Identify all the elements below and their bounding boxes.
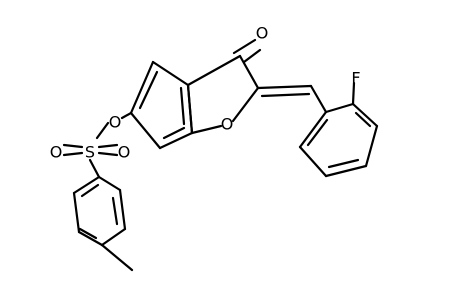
- bond-fphenyl-2: [351, 102, 379, 128]
- bond-c5-c4-double: [138, 70, 159, 110]
- bond-tolyl-1: [97, 175, 122, 192]
- bond-oester-s: [95, 121, 110, 140]
- bond-s-o-right-1: [97, 143, 119, 149]
- bond-c2-exocyclic-1: [256, 84, 313, 90]
- bond-c2-exocyclic-2: [260, 92, 311, 98]
- bond-c2-o1: [231, 86, 260, 123]
- bond-fphenyl-4: [324, 164, 368, 178]
- bond-s-o-left-2: [62, 151, 84, 157]
- bond-c6-oester: [120, 111, 133, 120]
- bond-c-f: [351, 81, 356, 106]
- bond-s-o-right-2: [97, 151, 119, 157]
- carbonyl-oxygen-label: O: [256, 24, 269, 43]
- ring-oxygen-label: O: [221, 115, 234, 134]
- bond-tolyl-5: [72, 191, 81, 234]
- bond-fphenyl-double-1: [354, 111, 372, 128]
- bond-methyl: [100, 243, 134, 272]
- bond-fphenyl-1: [324, 102, 355, 114]
- ester-oxygen-label: O: [109, 113, 122, 132]
- bond-lines: [62, 38, 379, 272]
- bond-tolyl-3: [100, 227, 127, 247]
- bond-vinyl-aryl: [309, 84, 328, 114]
- bond-c3-o-double-1: [232, 38, 257, 55]
- bond-tolyl-4: [77, 230, 104, 247]
- bond-c3a-c7a-double: [179, 86, 186, 126]
- bond-c7-c6-double: [162, 126, 186, 140]
- bond-o1-c7a: [190, 124, 223, 135]
- bond-s-o-left-1: [62, 143, 84, 149]
- bond-tolyl-double-1: [111, 196, 119, 226]
- bond-tolyl-double-2: [78, 227, 98, 240]
- bond-c6-c5: [129, 111, 162, 150]
- sulfonyl-oxygen-left-label: O: [50, 143, 63, 162]
- bond-fphenyl-6: [298, 110, 328, 149]
- bond-fphenyl-3: [364, 124, 379, 168]
- bond-fphenyl-double-3: [306, 118, 329, 147]
- bond-c3a-c7a-shared: [186, 83, 194, 135]
- bond-tolyl-double-3: [80, 183, 100, 198]
- bond-c3-c2: [238, 54, 260, 90]
- bond-c4-c3a: [151, 60, 190, 87]
- bond-c3a-c3: [186, 54, 242, 87]
- atom-labels: O F O O S O O: [50, 24, 361, 162]
- bond-s-tolyl: [88, 158, 101, 179]
- bond-c7-c6: [158, 131, 194, 150]
- bond-c3-o-double-2: [242, 48, 262, 64]
- fluorine-label: F: [351, 69, 360, 88]
- bond-tolyl-2: [118, 188, 127, 231]
- bond-tolyl-6: [72, 175, 101, 195]
- bond-c5-c4: [129, 60, 155, 115]
- sulfonyl-oxygen-right-label: O: [118, 143, 131, 162]
- sulfur-label: S: [85, 143, 95, 162]
- bond-fphenyl-5: [298, 145, 328, 178]
- bond-fphenyl-double-2: [327, 158, 360, 169]
